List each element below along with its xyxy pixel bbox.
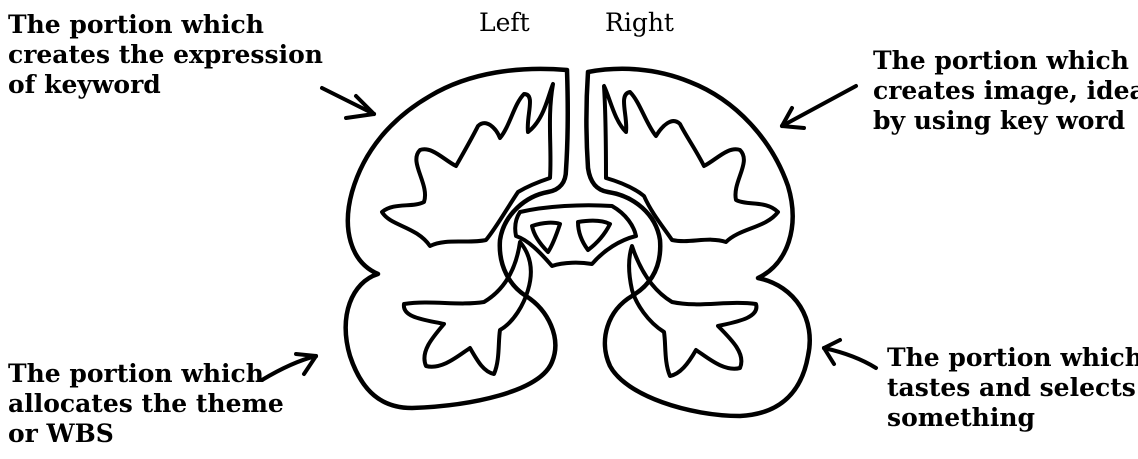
label-top-left-line-2: creates the expression: [8, 40, 323, 70]
right-hemisphere-label: Right: [605, 8, 674, 38]
label-top-right-line-2: creates image, idea: [873, 76, 1138, 106]
label-bottom-left-line-3: or WBS: [8, 419, 284, 449]
arrow-top-right: [782, 86, 856, 128]
right-lower-lobe-cavity: [629, 246, 756, 376]
right-ventricle: [578, 221, 610, 250]
arrow-top-left: [322, 88, 374, 118]
label-bottom-left-line-1: The portion which: [8, 359, 284, 389]
left-lower-lobe-cavity: [404, 242, 531, 374]
label-bottom-right-line-2: tastes and selects: [887, 373, 1138, 403]
arrow-bottom-right: [824, 340, 876, 368]
label-top-right-line-1: The portion which: [873, 46, 1138, 76]
label-bottom-right-line-1: The portion which: [887, 343, 1138, 373]
label-bottom-right-line-3: something: [887, 403, 1138, 433]
label-top-left: The portion which creates the expression…: [8, 10, 323, 100]
label-top-right: The portion which creates image, idea by…: [873, 46, 1138, 136]
label-top-right-line-3: by using key word: [873, 106, 1138, 136]
label-top-left-line-3: of keyword: [8, 70, 323, 100]
label-top-left-line-1: The portion which: [8, 10, 323, 40]
right-white-matter-cavity: [604, 86, 778, 242]
label-bottom-left: The portion which allocates the theme or…: [8, 359, 284, 449]
label-bottom-right: The portion which tastes and selects som…: [887, 343, 1138, 433]
left-hemisphere-label: Left: [479, 8, 530, 38]
label-bottom-left-line-2: allocates the theme: [8, 389, 284, 419]
